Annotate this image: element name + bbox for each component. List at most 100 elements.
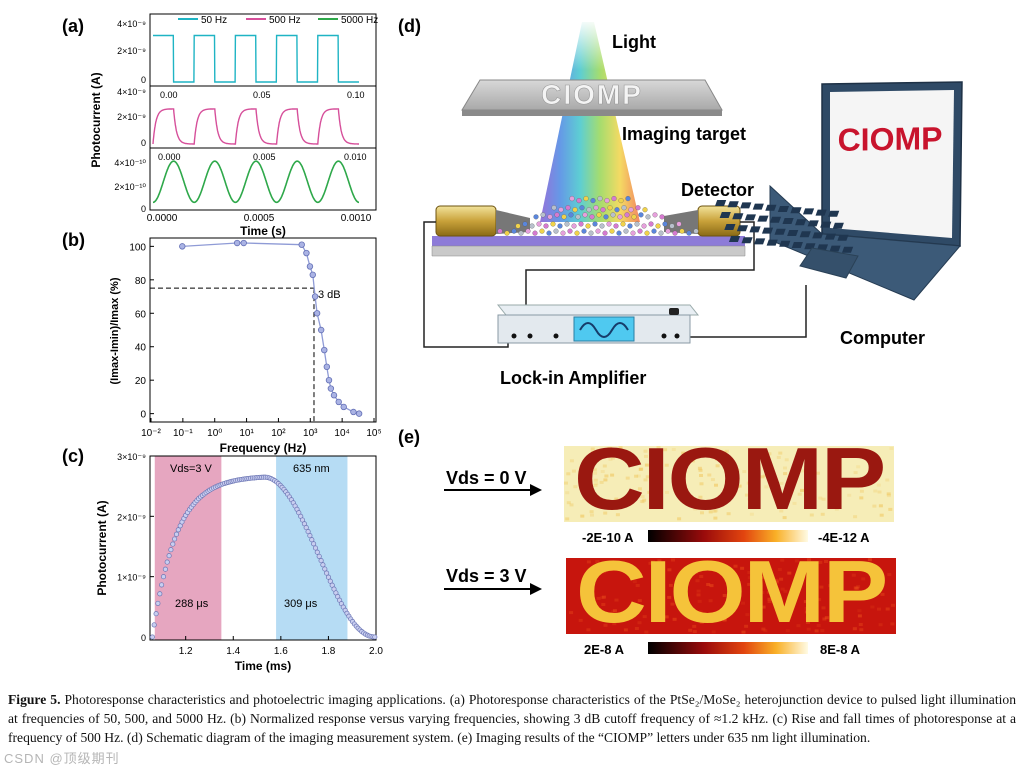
pixel [569,459,574,463]
c-data-point [312,545,319,551]
key [828,210,840,217]
atom [642,207,648,213]
wire-computer [688,285,807,338]
b-data-point [233,239,241,247]
pixel [890,622,895,626]
pixel [602,616,607,620]
b-data-point [355,410,363,417]
pixel [632,580,637,584]
pixel [824,616,829,620]
key [774,228,786,235]
pixel [591,451,595,454]
wire-right [525,221,755,320]
pixel [710,452,715,456]
knob-1 [511,333,517,339]
b-data-point [350,408,357,416]
caption-label: Figure 5. [8,692,61,707]
pixel [814,629,819,633]
atom [599,223,605,229]
pixel [856,465,861,469]
pixel [754,455,759,459]
atom [564,221,570,227]
atom [614,207,620,213]
legend-5000hz: 5000 Hz [341,15,378,26]
panel-d: (d) Light CIOMP Imaging target Detector [398,16,963,388]
row1-letters: CIOMP [574,429,884,528]
pixel [695,579,700,583]
atom [621,205,627,211]
pixel [652,502,657,505]
pixel [681,573,686,577]
pixel [598,564,603,568]
pixel [592,461,597,465]
panel-label-d: (d) [398,16,421,36]
b-xtick-label: 10⁵ [366,428,381,439]
pixel [706,583,711,586]
pixel [580,514,585,518]
c-data-point [166,553,172,559]
key [736,225,749,232]
pixel [726,512,731,516]
key [765,204,777,211]
pixel [614,598,619,602]
pixel [861,577,866,581]
pixel [776,455,781,459]
pixel [764,485,769,489]
panel-label-c: (c) [62,446,84,466]
pixel [699,620,704,624]
pixel [782,516,787,520]
panel-b-xlabel: Frequency (Hz) [220,441,307,455]
b-ytick-label: 60 [135,309,147,320]
pixel [593,483,598,487]
pixel [587,568,592,572]
pixel [641,500,646,504]
pixel [589,510,594,514]
row1-bias-label: Vds = 0 V [446,468,527,488]
pixel [867,558,872,562]
pixel [723,450,728,454]
pixel [878,623,883,627]
atom [525,228,531,234]
laptop: CIOMP [715,81,963,301]
pixel [591,457,596,461]
pixel [885,607,890,611]
pixel [779,603,784,607]
b-ytick-label: 40 [135,343,147,354]
pixel [726,478,730,482]
pixel [744,624,749,628]
pixel [767,600,772,604]
key [744,214,756,221]
pixel [777,606,782,610]
light-beam [540,22,640,222]
pixel [648,561,653,565]
figure-canvas: (a) Photocurrent (A) 50 Hz 500 Hz 5000 H… [62,13,963,673]
pixel [853,471,858,475]
key [815,209,827,216]
pixel [829,599,834,603]
panel-b: (b) (Imax-Imin)/Imax (%) Frequency (Hz) … [62,230,382,455]
pixel [644,463,649,467]
pixel [886,494,891,498]
c-data-point [153,611,159,617]
pixel [877,490,882,494]
lockin-label: Lock-in Amplifier [500,368,646,388]
atom [547,214,553,220]
pixel [634,627,639,630]
c-xtick-label: 1.6 [274,646,288,657]
a2-xtick-1: 0.05 [253,90,271,100]
atom [578,221,584,227]
b-data-point [306,263,314,270]
key [754,238,766,245]
pixel [774,580,779,584]
b-data-point [321,346,328,354]
pixel [803,600,808,604]
pixel [581,593,586,597]
pixel [760,475,765,479]
atom [586,207,592,213]
pixel [859,496,864,500]
pixel [639,500,644,503]
pixel [625,476,630,480]
b-xtick-label: 10² [271,428,286,439]
pixel [736,469,740,472]
atom [616,230,622,236]
